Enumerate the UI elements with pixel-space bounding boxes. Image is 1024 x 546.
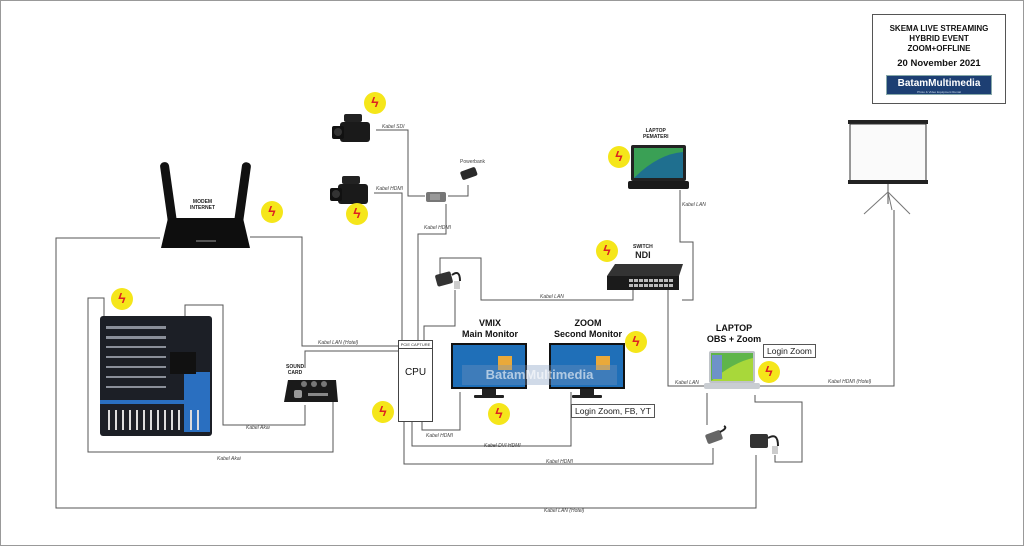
- label-kabel-hdmi-converter: Kabel HDMI: [424, 225, 451, 231]
- cable-lan-hotel-bottom: [55, 237, 757, 509]
- laptop-obs-icon: [704, 351, 760, 389]
- audio-mixer-icon: [100, 316, 212, 436]
- note-login-zoom: Login Zoom: [763, 344, 816, 358]
- title-line-2: HYBRID EVENT: [909, 34, 969, 43]
- label-kabel-hdmi-cam2: Kabel HDMI: [376, 186, 403, 192]
- cable-lan-switch-cpu: [439, 257, 634, 301]
- power-icon-laptop-pemateri: ϟ: [608, 146, 630, 168]
- cable-lan-hotel-modem: [250, 236, 398, 347]
- power-icon-camera-2: ϟ: [346, 203, 368, 225]
- pcie-capture-label: PCIE CAPTURE: [399, 342, 432, 349]
- usb-lan-adapter-laptop-icon: [750, 434, 779, 454]
- power-icon-vmix-monitor: ϟ: [488, 403, 510, 425]
- power-icon-mixer: ϟ: [111, 288, 133, 310]
- cpu-label: CPU: [404, 367, 427, 378]
- brand-logo: BatamMultimedia Photo & Video Equipment …: [886, 75, 992, 95]
- cable-hdmi-vmix: [421, 392, 461, 431]
- title-date: 20 November 2021: [897, 58, 981, 69]
- label-kabel-dvi-hdmi: Kabel DVI HDMI: [484, 443, 521, 449]
- powerbank-icon: [460, 167, 478, 180]
- label-zoom-monitor: ZOOM Second Monitor: [554, 318, 622, 340]
- cable-powerbank: [448, 185, 469, 197]
- label-kabel-hdmi-laptop: Kabel HDMI: [546, 459, 573, 465]
- cable-hdmi-hotel: [758, 210, 895, 387]
- laptop-pemateri-icon: [628, 145, 689, 189]
- cable-hdmi-cam2: [374, 192, 403, 340]
- note-login-zoom-fb-yt: Login Zoom, FB, YT: [571, 404, 655, 418]
- projector-screen-icon: [848, 120, 928, 215]
- label-kabel-lan-switch: Kabel LAN: [540, 294, 564, 300]
- label-kabel-lan-hotel-modem: Kabel LAN (Hotel): [318, 340, 359, 346]
- label-kabel-lan-hotel-bottom: Kabel LAN (Hotel): [544, 508, 585, 514]
- power-icon-modem: ϟ: [261, 201, 283, 223]
- hdmi-capture-dongle-icon: [705, 425, 727, 444]
- network-switch-icon: [607, 264, 683, 290]
- cable-soundcard-cpu: [304, 350, 398, 368]
- cable-adapter-cpu: [423, 290, 456, 340]
- cable-dvi-hdmi: [411, 392, 572, 447]
- cable-sdi: [376, 129, 425, 197]
- sound-card-icon: [284, 380, 338, 402]
- label-kabel-akai-1: Kabel Akai: [246, 425, 270, 431]
- cable-laptop-usbadapter: [754, 395, 803, 463]
- label-kabel-hdmi-hotel: Kabel HDMI (Hotel): [828, 379, 872, 385]
- power-icon-zoom-monitor: ϟ: [625, 331, 647, 353]
- cable-akai-1: [184, 304, 306, 426]
- cpu-box: PCIE CAPTURE CPU: [398, 340, 433, 422]
- watermark: BatamMultimedia: [462, 365, 617, 385]
- title-box: SKEMA LIVE STREAMING HYBRID EVENT ZOOM+O…: [872, 14, 1006, 104]
- cable-lan-pemateri: [679, 190, 694, 301]
- power-icon-laptop-obs: ϟ: [758, 361, 780, 383]
- vmix-monitor-icon: [451, 343, 527, 398]
- power-icon-cpu: ϟ: [372, 401, 394, 423]
- sdi-hdmi-converter-icon: [426, 192, 446, 202]
- title-line-3: ZOOM+OFFLINE: [907, 44, 971, 53]
- cable-hdmi-laptop: [403, 420, 714, 465]
- label-laptop-obs: LAPTOP OBS + Zoom: [706, 323, 762, 345]
- camera-2-icon: [330, 176, 368, 204]
- cable-hdmi-converter: [417, 204, 447, 340]
- brand-tagline: Photo & Video Equipment Rental: [917, 90, 961, 94]
- title-line-1: SKEMA LIVE STREAMING: [889, 24, 989, 33]
- label-switch: SWITCH NDI: [633, 244, 653, 260]
- label-kabel-hdmi-vmix: Kabel HDMI: [426, 433, 453, 439]
- label-kabel-lan-pemateri: Kabel LAN: [682, 202, 706, 208]
- label-laptop-pemateri: LAPTOP PEMATERI: [643, 128, 669, 140]
- label-powerbank: Powerbank: [460, 159, 486, 165]
- power-icon-camera-1: ϟ: [364, 92, 386, 114]
- zoom-monitor-icon: [549, 343, 625, 398]
- label-kabel-sdi: Kabel SDI: [382, 124, 405, 130]
- usb-lan-adapter-icon: [435, 271, 461, 289]
- camera-1-icon: [332, 114, 370, 142]
- label-kabel-akai-2: Kabel Akai: [217, 456, 241, 462]
- cable-mixer-left: [87, 297, 334, 453]
- cable-lan-laptop: [667, 290, 708, 387]
- label-sound-card: SOUND CARD: [286, 364, 305, 376]
- brand-name: BatamMultimedia: [897, 78, 981, 89]
- power-icon-switch: ϟ: [596, 240, 618, 262]
- modem-router-icon: [160, 162, 251, 248]
- label-modem: MODEM INTERNET: [190, 199, 215, 211]
- label-kabel-lan-laptop: Kabel LAN: [675, 380, 699, 386]
- label-vmix-monitor: VMIX Main Monitor: [462, 318, 518, 340]
